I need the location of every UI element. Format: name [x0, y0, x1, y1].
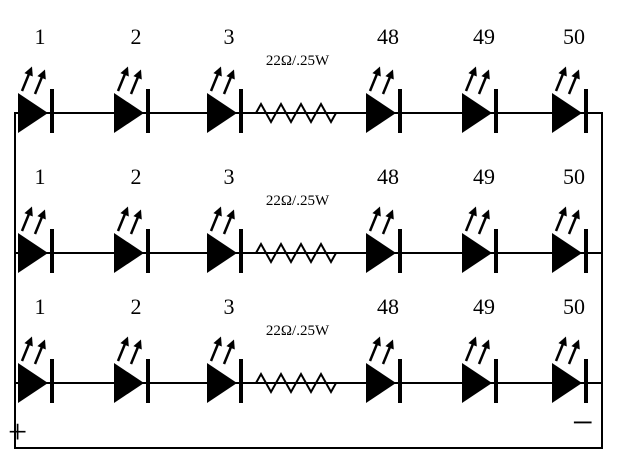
led-icon	[8, 323, 72, 403]
resistor-value-label: 22Ω/.25W	[265, 53, 330, 69]
led-icon	[452, 323, 516, 403]
led-unit: 3	[194, 293, 264, 403]
led-icon	[356, 323, 420, 403]
led-number-label: 48	[377, 164, 399, 189]
led-icon	[8, 53, 72, 133]
led-number-label: 48	[377, 24, 399, 49]
led-unit: 1	[5, 23, 75, 133]
led-unit: 48	[353, 293, 423, 403]
led-number-label: 1	[34, 24, 46, 49]
led-icon	[452, 53, 516, 133]
led-icon	[104, 323, 168, 403]
row3-wire	[14, 382, 603, 384]
led-icon	[356, 193, 420, 273]
led-number-label: 49	[473, 24, 495, 49]
led-unit: 1	[5, 163, 75, 273]
resistor-icon	[246, 241, 350, 265]
led-unit: 2	[101, 293, 171, 403]
led-icon	[356, 53, 420, 133]
led-icon	[542, 53, 606, 133]
led-number-label: 49	[473, 164, 495, 189]
led-unit: 48	[353, 23, 423, 133]
bottom-bus-wire	[14, 447, 603, 449]
led-unit: 50	[539, 23, 609, 133]
led-number-label: 2	[130, 164, 142, 189]
led-unit: 49	[449, 293, 519, 403]
led-icon	[104, 193, 168, 273]
led-number-label: 2	[130, 294, 142, 319]
row2-wire	[14, 252, 603, 254]
resistor-value-label: 22Ω/.25W	[265, 193, 330, 209]
led-icon	[452, 193, 516, 273]
led-unit: 49	[449, 163, 519, 273]
led-unit: 2	[101, 23, 171, 133]
led-number-label: 50	[563, 24, 585, 49]
led-number-label: 48	[377, 294, 399, 319]
led-number-label: 50	[563, 164, 585, 189]
led-icon	[542, 193, 606, 273]
led-icon	[8, 193, 72, 273]
led-number-label: 1	[34, 294, 46, 319]
negative-terminal-label: −	[572, 402, 594, 444]
led-number-label: 50	[563, 294, 585, 319]
led-number-label: 3	[223, 24, 235, 49]
right-bus-wire	[601, 112, 603, 449]
led-number-label: 3	[223, 164, 235, 189]
row1-wire	[14, 112, 603, 114]
led-number-label: 3	[223, 294, 235, 319]
led-number-label: 49	[473, 294, 495, 319]
led-unit: 49	[449, 23, 519, 133]
led-icon	[104, 53, 168, 133]
led-unit: 50	[539, 293, 609, 403]
led-unit: 3	[194, 23, 264, 133]
led-unit: 3	[194, 163, 264, 273]
led-icon	[542, 323, 606, 403]
positive-terminal-label: +	[8, 414, 28, 451]
resistor-icon	[246, 371, 350, 395]
resistor-icon	[246, 101, 350, 125]
led-number-label: 1	[34, 164, 46, 189]
led-unit: 1	[5, 293, 75, 403]
led-number-label: 2	[130, 24, 142, 49]
led-unit: 2	[101, 163, 171, 273]
resistor-value-label: 22Ω/.25W	[265, 323, 330, 339]
led-unit: 48	[353, 163, 423, 273]
led-unit: 50	[539, 163, 609, 273]
left-bus-wire	[14, 112, 16, 449]
